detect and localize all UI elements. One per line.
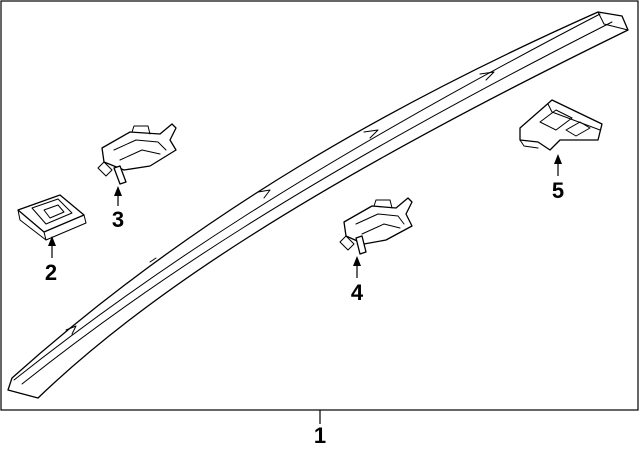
callout-3: 3 (112, 207, 124, 232)
callout-4: 4 (351, 280, 364, 305)
part-3-clip[interactable] (97, 123, 177, 185)
part-2-end-cap[interactable] (17, 194, 87, 241)
callout-2: 2 (45, 260, 57, 285)
callout-1: 1 (314, 423, 326, 448)
leader-3 (114, 186, 122, 206)
part-5-end-cap[interactable] (519, 99, 603, 151)
leader-4 (353, 256, 361, 278)
part-1-roof-rail[interactable] (7, 11, 629, 399)
part-4-clip[interactable] (339, 197, 413, 255)
leader-5 (554, 154, 562, 176)
callout-5: 5 (552, 178, 564, 203)
leader-2 (48, 236, 56, 258)
